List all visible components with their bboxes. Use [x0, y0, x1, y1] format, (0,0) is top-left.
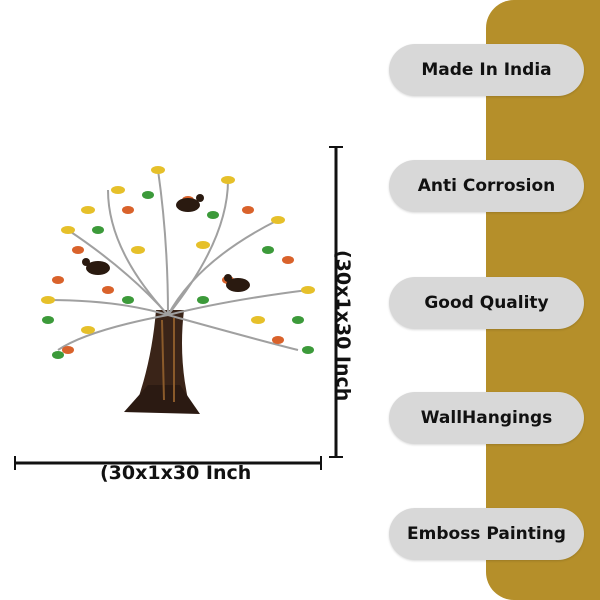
feature-label: Anti Corrosion	[417, 176, 556, 196]
width-dimension-line	[14, 456, 322, 470]
width-dimension-label: (30x1x30 Inch	[100, 462, 252, 484]
feature-pill-emboss-painting: Emboss Painting	[389, 508, 584, 560]
height-dimension-label: (30x1x30 Inch	[332, 250, 354, 402]
height-dimension-line	[329, 146, 343, 458]
feature-pill-made-in-india: Made In India	[389, 44, 584, 96]
bird-figures	[82, 194, 250, 292]
feature-pill-anti-corrosion: Anti Corrosion	[389, 160, 584, 212]
feature-pill-wallhangings: WallHangings	[389, 392, 584, 444]
leaf-cluster	[41, 166, 315, 359]
tree-wall-hanging-image	[41, 166, 315, 414]
feature-label: WallHangings	[420, 408, 553, 428]
feature-label: Emboss Painting	[407, 524, 566, 544]
feature-label: Made In India	[421, 60, 552, 80]
feature-label: Good Quality	[424, 293, 549, 313]
feature-pill-good-quality: Good Quality	[389, 277, 584, 329]
